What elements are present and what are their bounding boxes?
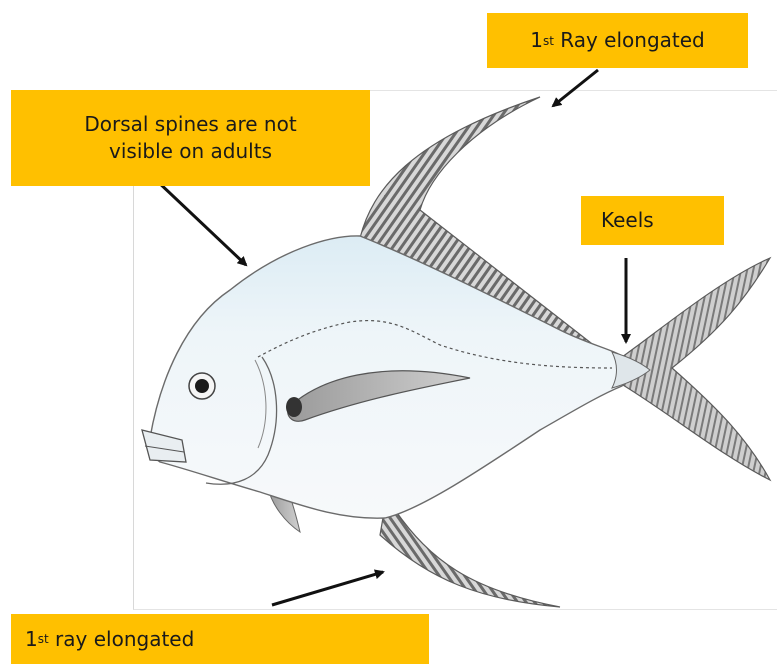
label-dorsal-spines: Dorsal spines are not visible on adults: [11, 90, 370, 186]
label-keels: Keels: [581, 196, 724, 245]
pectoral-fin-base: [286, 397, 302, 417]
arrow-top-ray: [553, 70, 598, 106]
label-dorsal-line2: visible on adults: [84, 138, 296, 165]
label-dorsal-text: Dorsal spines are not visible on adults: [84, 111, 296, 165]
label-bottom-text: ray elongated: [49, 626, 195, 653]
label-top-text: Ray elongated: [554, 27, 705, 54]
arrow-bottom-ray: [272, 572, 383, 605]
label-keels-text: Keels: [601, 207, 654, 234]
label-bottom-prefix: 1: [25, 626, 38, 653]
eye-pupil: [195, 379, 209, 393]
label-top-prefix: 1: [530, 27, 543, 54]
label-dorsal-line1: Dorsal spines are not: [84, 111, 296, 138]
